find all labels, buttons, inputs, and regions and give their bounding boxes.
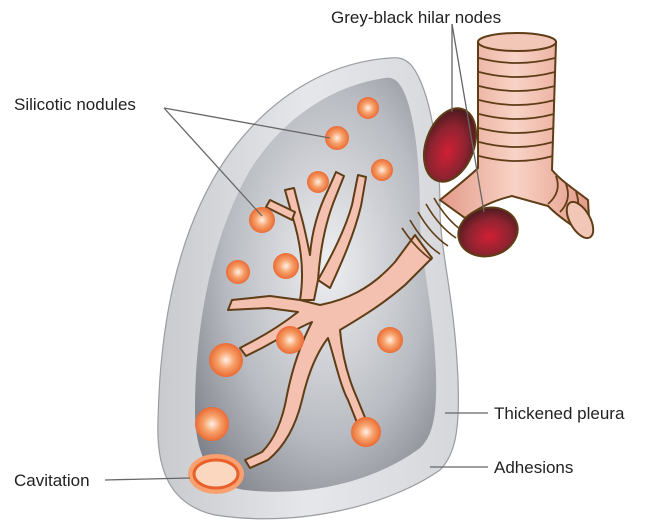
nodule xyxy=(276,326,304,354)
nodule xyxy=(273,253,299,279)
cavitation xyxy=(188,454,244,494)
nodule xyxy=(377,327,403,353)
nodule xyxy=(307,171,329,193)
nodule xyxy=(209,343,243,377)
nodule xyxy=(371,159,393,181)
label-cavitation: Cavitation xyxy=(14,471,90,490)
nodule xyxy=(357,97,379,119)
nodule xyxy=(195,407,229,441)
nodule xyxy=(226,260,250,284)
nodule xyxy=(249,207,275,233)
label-silicotic-nodules: Silicotic nodules xyxy=(14,95,136,114)
label-thickened-pleura: Thickened pleura xyxy=(494,404,625,423)
label-hilar-nodes: Grey-black hilar nodes xyxy=(331,8,501,27)
label-adhesions: Adhesions xyxy=(494,458,573,477)
nodule xyxy=(351,417,381,447)
